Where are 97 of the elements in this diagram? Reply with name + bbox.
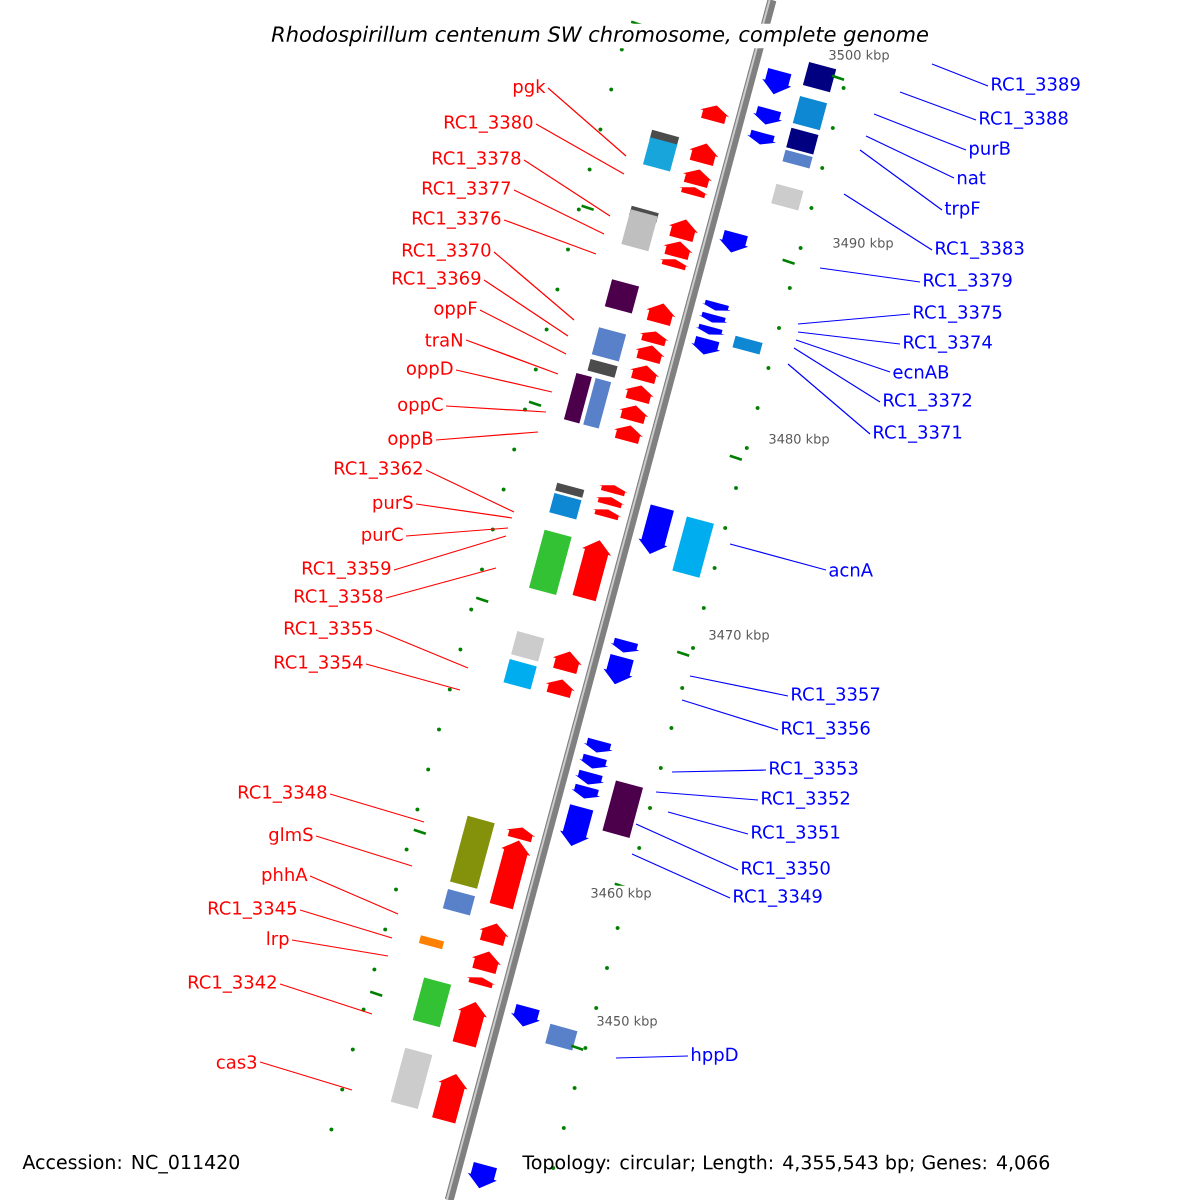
leader-line: [689, 675, 789, 697]
gene-label: RC1_3362: [334, 461, 422, 479]
gene-label: oppD: [406, 361, 453, 379]
leader-line: [795, 339, 891, 373]
leader-line: [503, 219, 597, 255]
leader-line: [671, 769, 767, 773]
leader-line: [483, 279, 569, 337]
leader-line: [873, 113, 967, 151]
leader-line: [493, 251, 575, 321]
leader-line: [375, 629, 469, 669]
leader-line: [405, 527, 509, 537]
gene-label: RC1_3352: [762, 791, 850, 809]
gene-label: RC1_3348: [238, 785, 327, 803]
gene-label: RC1_3369: [392, 271, 481, 289]
leader-line: [465, 339, 559, 375]
gene-label: RC1_3388: [980, 111, 1068, 129]
leader-line: [479, 309, 567, 355]
leader-line: [455, 369, 553, 393]
gene-label: RC1_3372: [884, 393, 972, 411]
leader-line: [655, 791, 759, 801]
leader-line: [631, 853, 731, 899]
gene-label: acnA: [829, 563, 873, 577]
gene-label: RC1_3358: [294, 589, 383, 607]
gene-label: lrp: [267, 931, 289, 949]
leader-line: [793, 347, 881, 403]
gene-label: trpF: [944, 201, 980, 219]
gene-label: RC1_3354: [274, 655, 363, 673]
gene-label: purS: [373, 495, 413, 513]
gene-label: RC1_3374: [904, 335, 992, 353]
leader-line: [615, 1055, 689, 1059]
gene-label: RC1_3371: [874, 425, 962, 443]
leader-line: [865, 135, 955, 179]
leader-line: [393, 535, 507, 571]
leader-line: [819, 267, 921, 283]
title: Rhodospirillum centenum SW chromosome, complete genome: [269, 23, 931, 49]
gene-label: RC1_3375: [914, 305, 1002, 323]
gene-label: phhA: [262, 867, 308, 885]
leader-line: [385, 567, 497, 599]
leader-line: [931, 63, 989, 87]
gene-label: pgk: [513, 79, 546, 97]
gene-label: purC: [362, 527, 403, 545]
gene-label: oppF: [434, 301, 477, 319]
gene-label: RC1_3380: [444, 115, 533, 133]
gene-label: oppB: [388, 431, 433, 449]
leader-line: [291, 939, 389, 957]
gene-label: RC1_3356: [782, 721, 870, 739]
leader-line: [523, 159, 611, 217]
gene-label: glmS: [269, 827, 313, 845]
gene-label: RC1_3389: [992, 77, 1080, 95]
leader-line: [547, 87, 627, 157]
leader-line: [787, 363, 871, 435]
gene-label: RC1_3357: [792, 687, 880, 705]
gene-label: oppC: [398, 397, 443, 415]
leader-line: [635, 823, 739, 871]
leader-line: [309, 875, 399, 915]
gene-label: RC1_3353: [770, 761, 858, 779]
leader-line: [535, 123, 625, 175]
leader-line: [797, 313, 911, 325]
leader-line: [797, 331, 901, 345]
leader-line: [435, 431, 539, 441]
gene-label: RC1_3379: [924, 273, 1012, 291]
leader-line: [415, 503, 513, 519]
gene-label: traN: [425, 333, 462, 347]
leader-line: [859, 149, 943, 211]
gene-label: RC1_3350: [742, 861, 830, 879]
leader-line: [299, 909, 393, 939]
gene-label: nat: [958, 171, 986, 185]
gene-label: RC1_3370: [402, 243, 491, 261]
leader-line: [259, 1061, 353, 1091]
gene-label: RC1_3377: [422, 181, 511, 199]
gene-label: RC1_3349: [734, 889, 822, 907]
gene-label: cas3: [216, 1055, 257, 1069]
leader-line: [315, 835, 413, 867]
gene-label: RC1_3376: [412, 211, 501, 229]
leader-line: [329, 793, 425, 823]
gene-label: purB: [970, 141, 1010, 159]
leader-line: [279, 983, 373, 1015]
leader-line: [729, 543, 827, 571]
gene-label: hppD: [692, 1047, 738, 1065]
gene-label: RC1_3345: [208, 901, 297, 919]
leader-line: [843, 193, 933, 251]
gene-label: RC1_3355: [284, 621, 373, 639]
gene-label: ecnAB: [893, 365, 949, 379]
gene-label: RC1_3378: [432, 151, 521, 169]
leader-line: [365, 663, 461, 691]
leader-line: [681, 699, 779, 731]
leader-line: [445, 405, 547, 413]
gene-label: RC1_3351: [752, 825, 840, 843]
leader-line: [513, 189, 605, 235]
leader-line: [899, 91, 977, 121]
gene-label: RC1_3383: [936, 241, 1024, 259]
gene-label: RC1_3359: [302, 561, 391, 579]
footer-text: Topology: circular; Length: 4,355,543 bp; Genes: 4,066: [522, 1154, 1050, 1174]
leader-line: [425, 469, 515, 513]
footer-text: Accession: NC_011420: [22, 1154, 240, 1174]
leader-line: [667, 811, 749, 835]
gene-label: RC1_3342: [188, 975, 276, 993]
